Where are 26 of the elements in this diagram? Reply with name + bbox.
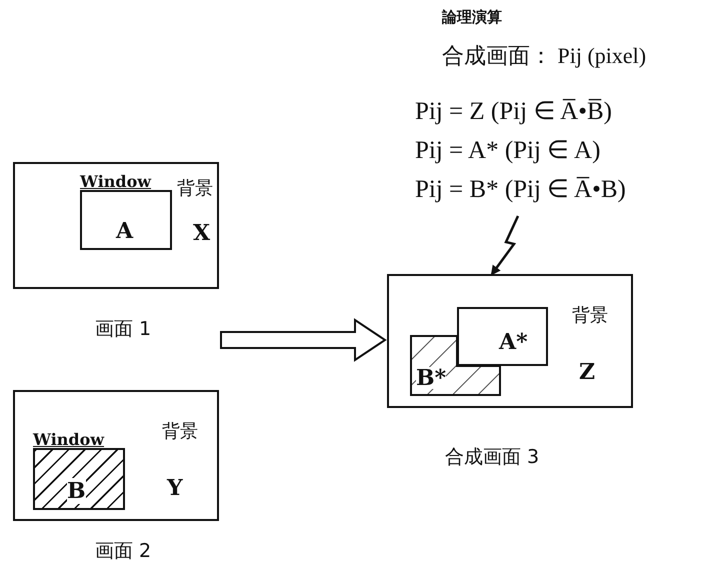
screen-frame [387,274,633,408]
screen-caption: 画面 1 [95,317,152,342]
zigzag-arrow [490,215,520,276]
window-letter: A* [499,329,528,355]
hollow-arrow [220,318,387,362]
formula: Pij = Z (Pij ∈ A̅•B̅) [415,97,612,126]
heading: 論理演算 [442,8,502,27]
background-label: 背景 [177,177,213,200]
screen-caption: 合成画面 3 [445,445,540,470]
formula: Pij = B* (Pij ∈ A̅•B) [415,175,626,204]
screen-letter: Y [167,475,183,501]
formula: Pij = A* (Pij ∈ A) [415,136,600,165]
screen-frame [13,162,219,289]
background-label: 背景 [162,420,198,443]
screen-letter: X [193,220,210,246]
screen-letter: Z [579,359,596,385]
window-letter: B [67,478,86,504]
screen-frame [13,390,219,521]
window-letter: B* [416,367,446,389]
background-label: 背景 [572,304,608,327]
window-label: Window [80,172,152,191]
legend-text: 合成画面： Pij (pixel) [442,42,646,70]
window-frame [457,307,548,366]
screen-caption: 画面 2 [95,539,152,564]
window-letter: A [116,218,134,244]
window-label: Window [33,430,104,449]
